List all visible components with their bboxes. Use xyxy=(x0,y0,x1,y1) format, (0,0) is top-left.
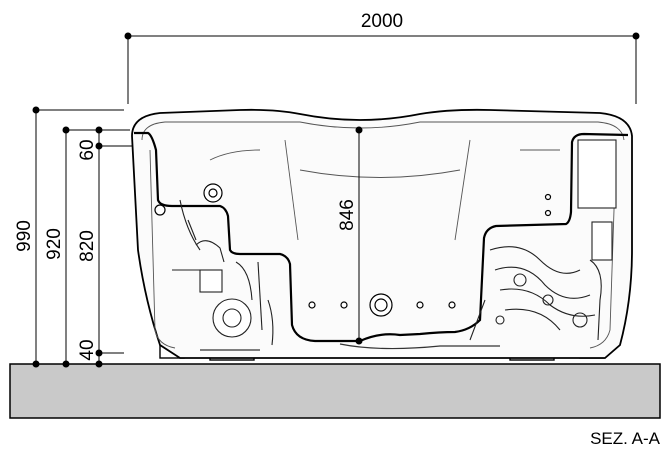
right-plumbing xyxy=(469,139,617,341)
section-caption: SEZ. A-A xyxy=(590,429,661,448)
dimension-lines xyxy=(32,32,640,368)
basin-cross-section xyxy=(134,131,629,343)
dim-top-offset: 60 xyxy=(77,139,98,160)
jet-fittings xyxy=(154,183,552,317)
drain-pipe xyxy=(200,343,500,351)
dim-rim-height: 920 xyxy=(44,228,65,260)
tub-outer-shell xyxy=(131,108,633,359)
dim-base-offset: 40 xyxy=(77,339,98,360)
dim-interior-depth: 846 xyxy=(337,199,358,231)
left-plumbing xyxy=(172,199,274,346)
floor-block xyxy=(9,363,661,419)
dim-body-height: 820 xyxy=(77,230,98,262)
dim-overall-width: 2000 xyxy=(361,11,403,32)
dim-overall-height: 990 xyxy=(14,220,35,252)
